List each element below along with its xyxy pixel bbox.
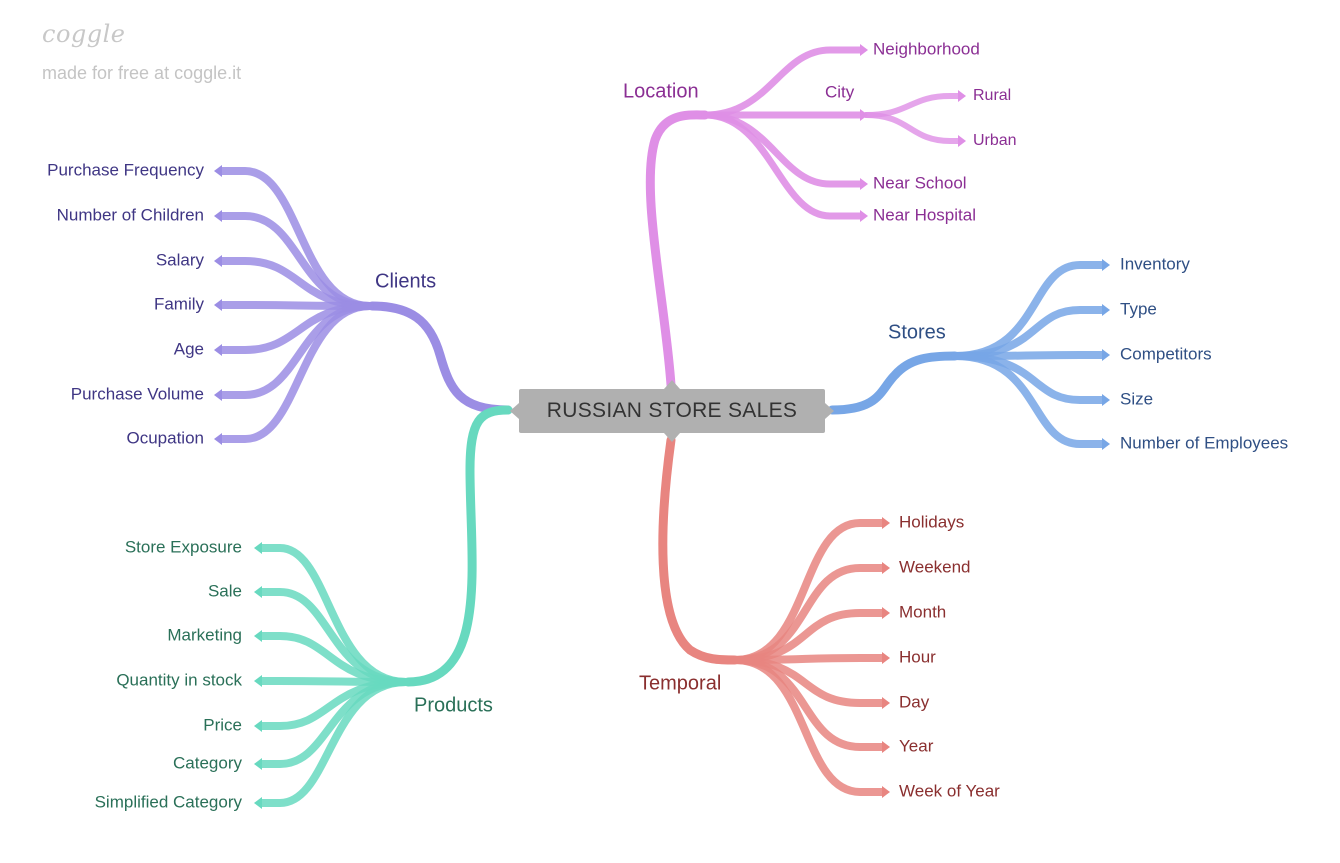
arrow-clients-age: [214, 344, 222, 356]
central-node-label: RUSSIAN STORE SALES: [546, 399, 798, 422]
node-marketing[interactable]: Marketing: [167, 625, 242, 644]
node-size[interactable]: Size: [1120, 389, 1153, 408]
arrow-temporal-year: [882, 741, 890, 753]
edge-stores-number-of-employees: [951, 352, 1106, 448]
branch-line-stores: [827, 351, 960, 415]
central-connector-top: [664, 380, 680, 389]
watermark-logo: coggle: [42, 20, 126, 48]
node-competitors[interactable]: Competitors: [1120, 344, 1212, 363]
edge-location-near-hospital: [701, 111, 864, 220]
node-holidays[interactable]: Holidays: [899, 512, 964, 531]
edge-temporal-holidays: [731, 519, 886, 664]
branch-label-location[interactable]: Location: [623, 80, 699, 102]
node-number-of-children[interactable]: Number of Children: [57, 205, 204, 224]
edge-temporal-week-of-year: [731, 656, 886, 796]
node-neighborhood[interactable]: Neighborhood: [873, 39, 980, 58]
arrow-products-quantity-in-stock: [254, 675, 262, 687]
arrow-clients-purchase-frequency: [214, 165, 222, 177]
node-city[interactable]: City: [825, 82, 855, 101]
arrow-products-store-exposure: [254, 542, 262, 554]
branch-label-products[interactable]: Products: [414, 694, 493, 716]
node-rural[interactable]: Rural: [973, 87, 1011, 104]
node-urban[interactable]: Urban: [973, 132, 1017, 149]
watermark-text: made for free at coggle.it: [42, 63, 242, 83]
arrow-clients-ocupation: [214, 433, 222, 445]
node-store-exposure[interactable]: Store Exposure: [125, 537, 242, 556]
node-sale[interactable]: Sale: [208, 581, 242, 600]
arrow-location-neighborhood: [860, 44, 868, 56]
node-weekend[interactable]: Weekend: [899, 557, 971, 576]
arrow-products-sale: [254, 586, 262, 598]
arrow-temporal-hour: [882, 652, 890, 664]
branch-line-products: [403, 405, 513, 687]
node-category[interactable]: Category: [173, 753, 242, 772]
edge-clients-purchase-frequency: [218, 167, 374, 310]
node-purchase-volume[interactable]: Purchase Volume: [71, 384, 204, 403]
branch-label-temporal[interactable]: Temporal: [639, 672, 721, 694]
branch-line-location: [645, 110, 710, 390]
edge-clients-ocupation: [218, 302, 374, 443]
arrow-temporal-month: [882, 607, 890, 619]
node-type[interactable]: Type: [1120, 299, 1157, 318]
arrow-location-near-hospital: [860, 210, 868, 222]
central-connector-right: [825, 403, 834, 419]
node-near-school[interactable]: Near School: [873, 173, 967, 192]
arrow-temporal-day: [882, 697, 890, 709]
arrow-clients-number-of-children: [214, 210, 222, 222]
arrow-products-category: [254, 758, 262, 770]
branch-line-clients: [367, 301, 513, 415]
arrow-city-rural: [958, 90, 966, 102]
central-node[interactable]: RUSSIAN STORE SALES: [510, 380, 834, 442]
node-quantity-in-stock[interactable]: Quantity in stock: [116, 670, 242, 689]
branch-label-clients[interactable]: Clients: [375, 270, 436, 292]
arrow-city-urban: [958, 135, 966, 147]
node-salary[interactable]: Salary: [156, 250, 205, 269]
arrow-clients-purchase-volume: [214, 389, 222, 401]
arrow-stores-inventory: [1102, 259, 1110, 271]
node-day[interactable]: Day: [899, 692, 930, 711]
arrow-products-price: [254, 720, 262, 732]
node-ocupation[interactable]: Ocupation: [127, 428, 205, 447]
edge-city-rural: [863, 93, 961, 118]
arrow-products-marketing: [254, 630, 262, 642]
node-inventory[interactable]: Inventory: [1120, 254, 1190, 273]
node-simplified-category[interactable]: Simplified Category: [95, 792, 243, 811]
arrow-stores-size: [1102, 394, 1110, 406]
central-connector-bottom: [664, 433, 680, 442]
edge-products-simplified-category: [258, 678, 410, 807]
arrow-temporal-week-of-year: [882, 786, 890, 798]
node-family[interactable]: Family: [154, 294, 205, 313]
node-near-hospital[interactable]: Near Hospital: [873, 205, 976, 224]
arrow-stores-number-of-employees: [1102, 438, 1110, 450]
arrow-clients-family: [214, 299, 222, 311]
arrow-temporal-holidays: [882, 517, 890, 529]
node-age[interactable]: Age: [174, 339, 204, 358]
node-purchase-frequency[interactable]: Purchase Frequency: [47, 160, 204, 179]
branch-label-stores[interactable]: Stores: [888, 321, 946, 343]
branch-line-temporal: [658, 435, 740, 665]
node-month[interactable]: Month: [899, 602, 946, 621]
node-number-of-employees[interactable]: Number of Employees: [1120, 433, 1288, 452]
central-connector-left: [510, 403, 519, 419]
node-week-of-year[interactable]: Week of Year: [899, 781, 1000, 800]
arrow-products-simplified-category: [254, 797, 262, 809]
arrow-stores-competitors: [1102, 349, 1110, 361]
arrow-temporal-weekend: [882, 562, 890, 574]
arrow-clients-salary: [214, 255, 222, 267]
arrow-stores-type: [1102, 304, 1110, 316]
node-year[interactable]: Year: [899, 736, 934, 755]
arrow-location-near-school: [860, 178, 868, 190]
node-hour[interactable]: Hour: [899, 647, 936, 666]
edge-city-urban: [863, 112, 961, 144]
node-price[interactable]: Price: [203, 715, 242, 734]
